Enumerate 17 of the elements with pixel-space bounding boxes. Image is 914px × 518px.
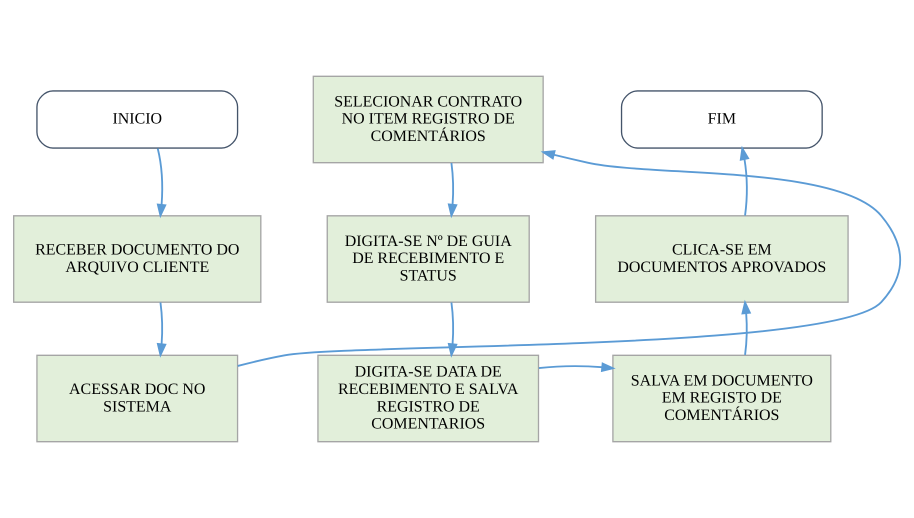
arrow <box>448 162 458 218</box>
node-box: SELECIONAR CONTRATO NO ITEM REGISTRO DE COMENTÁRIOS <box>312 76 544 164</box>
arrow <box>238 150 902 367</box>
arrow <box>740 146 750 216</box>
arrow <box>538 362 616 372</box>
node-box: FIM <box>620 90 823 149</box>
node-box: ACESSAR DOC NO SISTEMA <box>36 354 238 442</box>
node-box: INICIO <box>36 90 238 149</box>
arrow <box>741 300 752 356</box>
node-box: CLICA-SE EM DOCUMENTOS APROVADOS <box>594 215 849 303</box>
arrow <box>448 302 458 358</box>
arrow <box>156 302 167 358</box>
node-box: DIGITA-SE Nº DE GUIA DE RECEBIMENTO E STATUS <box>326 215 530 303</box>
node-box: SALVA EM DOCUMENTO EM REGISTO DE COMENTÁRIOS <box>612 354 832 442</box>
arrow <box>156 148 167 218</box>
node-box: DIGITA-SE DATA DE RECEBIMENTO E SALVA REGISTRO DE COMENTARIOS <box>317 354 540 442</box>
node-box: RECEBER DOCUMENTO DO ARQUIVO CLIENTE <box>13 215 262 303</box>
